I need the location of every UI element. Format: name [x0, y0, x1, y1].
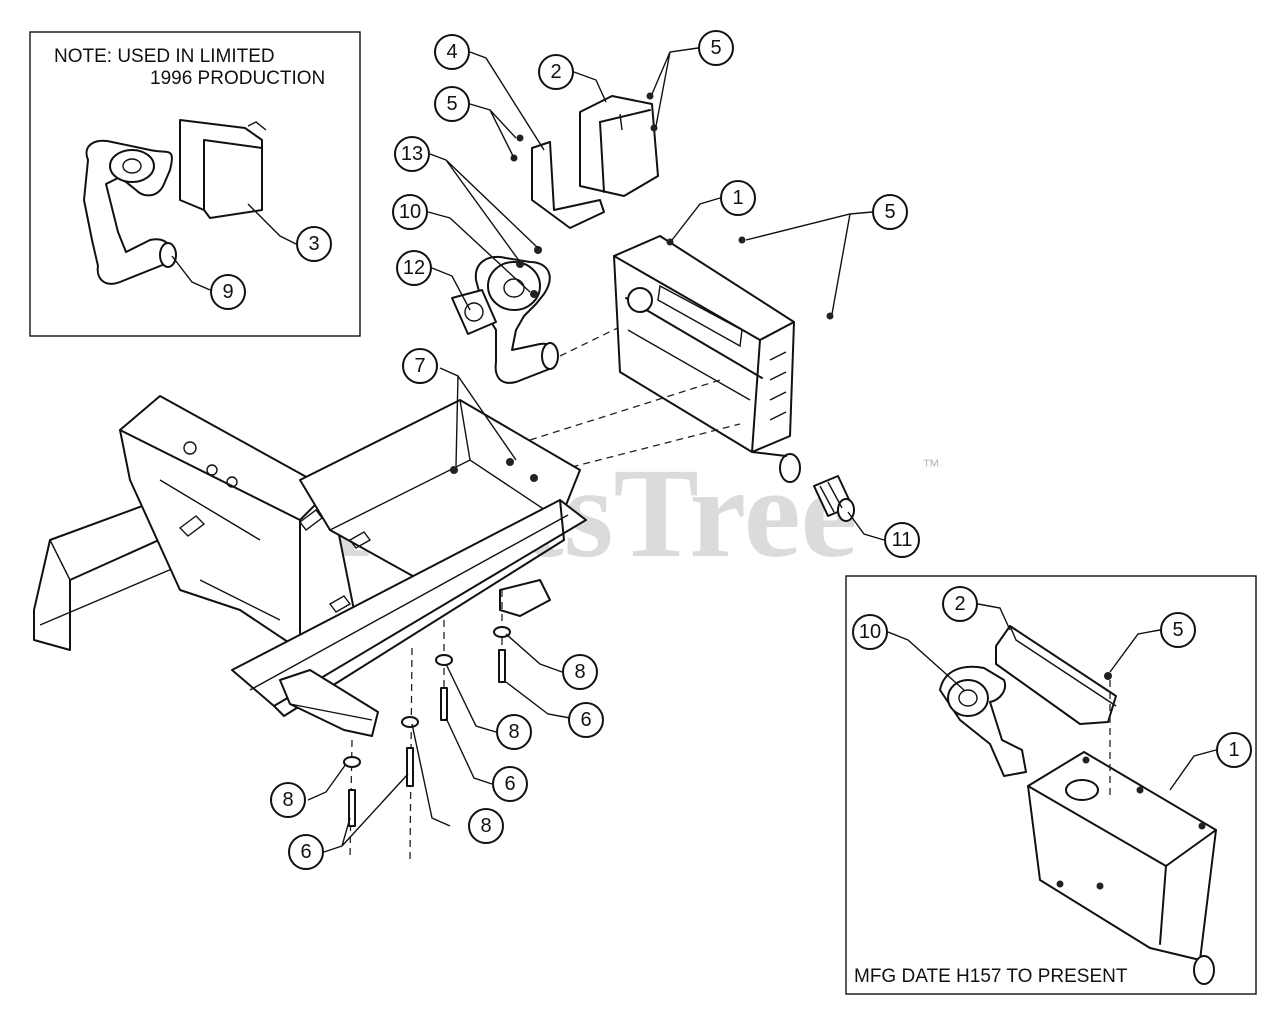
callout-2-inset: 2 [942, 586, 978, 622]
callout-6-a-label: 6 [580, 709, 591, 731]
callout-3-label: 3 [308, 233, 319, 255]
heat-shield-small [510, 134, 605, 229]
callout-6-a: 6 [568, 702, 604, 738]
callout-1-inset: 1 [1216, 732, 1252, 768]
callout-5-left-label: 5 [446, 93, 457, 115]
callout-11-label: 11 [892, 529, 913, 551]
inset-note-line1: NOTE: USED IN LIMITED [54, 46, 275, 67]
callout-5-topright: 5 [698, 30, 734, 66]
callout-13: 13 [394, 136, 430, 172]
callout-7: 7 [402, 348, 438, 384]
callout-1-main-label: 1 [732, 187, 743, 209]
callout-8-c: 8 [270, 782, 306, 818]
callout-8-b-label: 8 [508, 721, 519, 743]
callout-5-muffler-label: 5 [884, 201, 895, 223]
exhaust-pipe-current [939, 665, 1027, 777]
exhaust-pipe-main [474, 246, 559, 384]
callout-6-b-label: 6 [504, 773, 515, 795]
callout-5-left: 5 [434, 86, 470, 122]
callout-8-b: 8 [496, 714, 532, 750]
callout-4-top-label: 4 [446, 41, 457, 63]
heat-shield-1996 [179, 119, 267, 219]
tractor-frame [33, 395, 587, 737]
callout-5-inset: 5 [1160, 612, 1196, 648]
callout-10-main: 10 [392, 194, 428, 230]
callouts: 4 2 5 5 13 1 5 10 12 3 9 7 11 8 6 8 [210, 30, 1252, 870]
callout-9-label: 9 [222, 281, 233, 303]
callout-13-label: 13 [401, 143, 423, 165]
callout-1-inset-label: 1 [1228, 739, 1239, 761]
inset-current-production: MFG DATE H157 TO PRESENT [845, 575, 1257, 995]
inset-1996-production: NOTE: USED IN LIMITED 1996 PRODUCTION [29, 31, 361, 337]
callout-9: 9 [210, 274, 246, 310]
callout-12: 12 [396, 250, 432, 286]
inset-note-line2: 1996 PRODUCTION [150, 68, 325, 89]
callout-10-inset: 10 [852, 614, 888, 650]
callout-5-topright-label: 5 [710, 37, 721, 59]
frame-guide-1 [529, 379, 721, 441]
callout-4-top: 4 [434, 34, 470, 70]
callout-5-muffler: 5 [872, 194, 908, 230]
callout-8-c-label: 8 [282, 789, 293, 811]
callout-8-a-label: 8 [574, 661, 585, 683]
callout-10-inset-label: 10 [859, 621, 881, 643]
callout-1-main: 1 [720, 180, 756, 216]
heat-shield-large [579, 92, 659, 197]
exhaust-pipe-1996 [83, 140, 177, 285]
leader-lines [171, 47, 1217, 853]
callout-2-inset-label: 2 [954, 593, 965, 615]
gasket [451, 289, 497, 335]
inset-frame-2 [845, 575, 1257, 995]
callout-8-a: 8 [562, 654, 598, 690]
callout-6-b: 6 [492, 766, 528, 802]
callout-6-c-label: 6 [300, 841, 311, 863]
callout-7-label: 7 [414, 355, 425, 377]
callout-2-top: 2 [538, 54, 574, 90]
callout-11: 11 [884, 522, 920, 558]
hardware-washers-bolts [343, 626, 511, 827]
callout-5-inset-label: 5 [1172, 619, 1183, 641]
callout-3: 3 [296, 226, 332, 262]
callout-8-d: 8 [468, 808, 504, 844]
muffler-current [1027, 751, 1217, 985]
watermark-trademark: ™ [922, 456, 940, 476]
inset-frame [29, 31, 361, 337]
frame-guide-2 [559, 423, 741, 471]
callout-12-label: 12 [403, 257, 425, 279]
callout-8-d-label: 8 [480, 815, 491, 837]
callout-10-main-label: 10 [399, 201, 421, 223]
inset-mfg-date-label: MFG DATE H157 TO PRESENT [854, 966, 1128, 987]
heat-shield-current [995, 625, 1117, 725]
callout-2-top-label: 2 [550, 61, 561, 83]
callout-6-c: 6 [288, 834, 324, 870]
muffler-main [613, 235, 834, 483]
